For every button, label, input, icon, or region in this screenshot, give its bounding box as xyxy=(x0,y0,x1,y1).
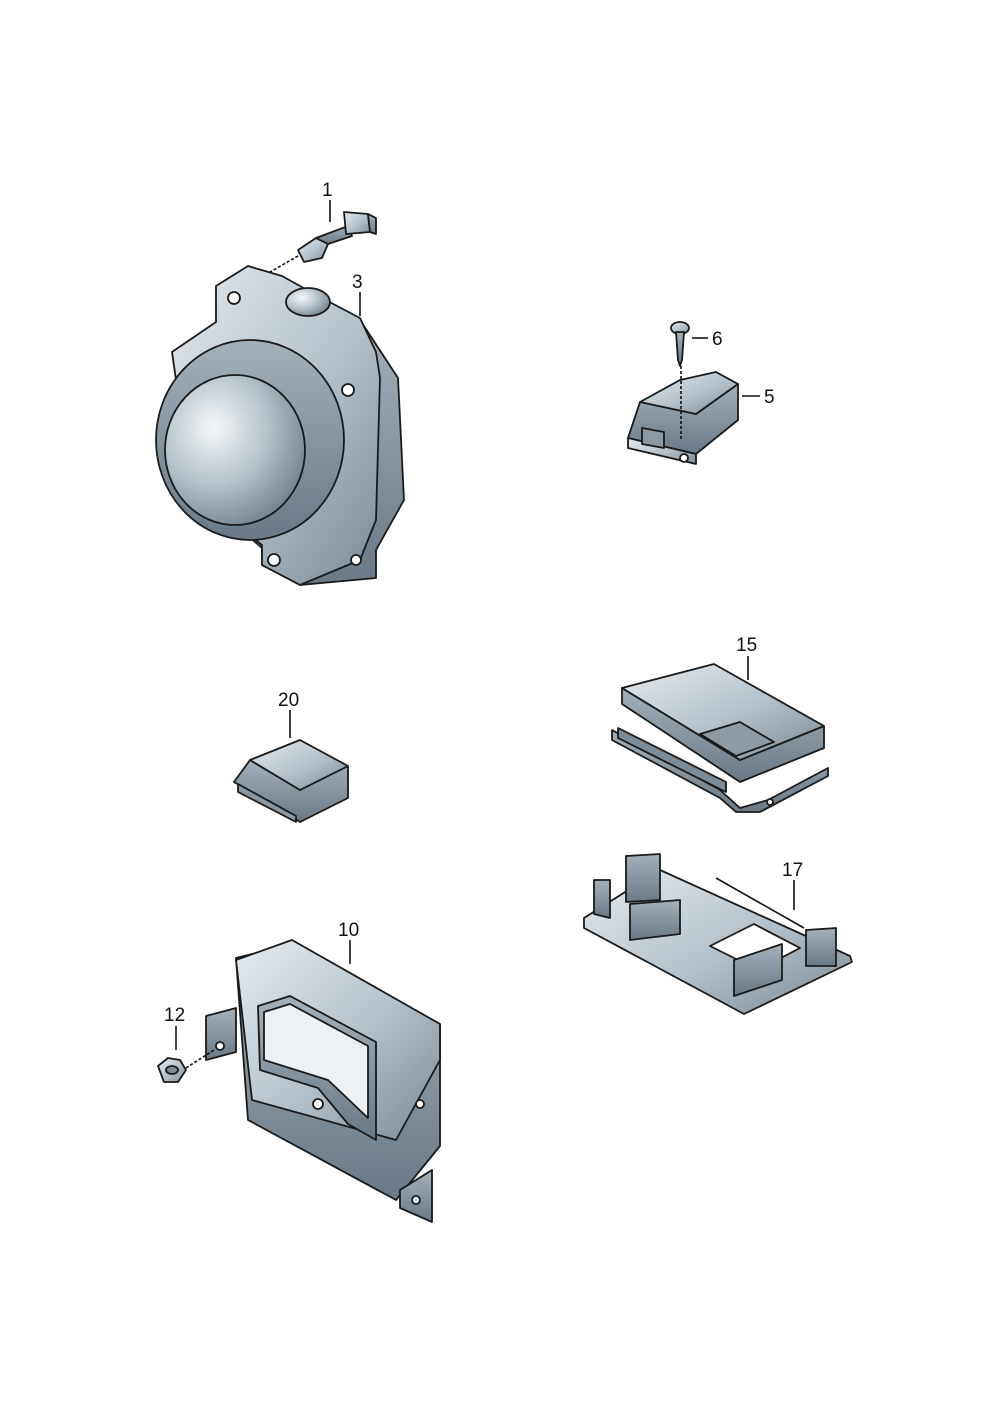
callout-6: 6 xyxy=(712,329,723,350)
callout-12: 12 xyxy=(164,1005,185,1026)
callout-17: 17 xyxy=(782,860,803,881)
connector-part-1 xyxy=(269,211,377,273)
screw-part-6 xyxy=(670,321,690,440)
callout-10: 10 xyxy=(338,920,359,941)
callout-3: 3 xyxy=(352,272,363,293)
sensor-housing-part-3 xyxy=(155,265,405,586)
control-module-part-10 xyxy=(205,939,441,1223)
callout-5: 5 xyxy=(764,387,775,408)
control-unit-part-5 xyxy=(627,371,739,465)
callout-20: 20 xyxy=(278,690,299,711)
ecu-box-part-15 xyxy=(611,663,829,813)
callout-1: 1 xyxy=(322,180,333,201)
relay-part-20 xyxy=(233,739,349,823)
mounting-bracket-part-17 xyxy=(583,853,853,1015)
callout-15: 15 xyxy=(736,635,757,656)
nut-part-12 xyxy=(157,1049,215,1083)
